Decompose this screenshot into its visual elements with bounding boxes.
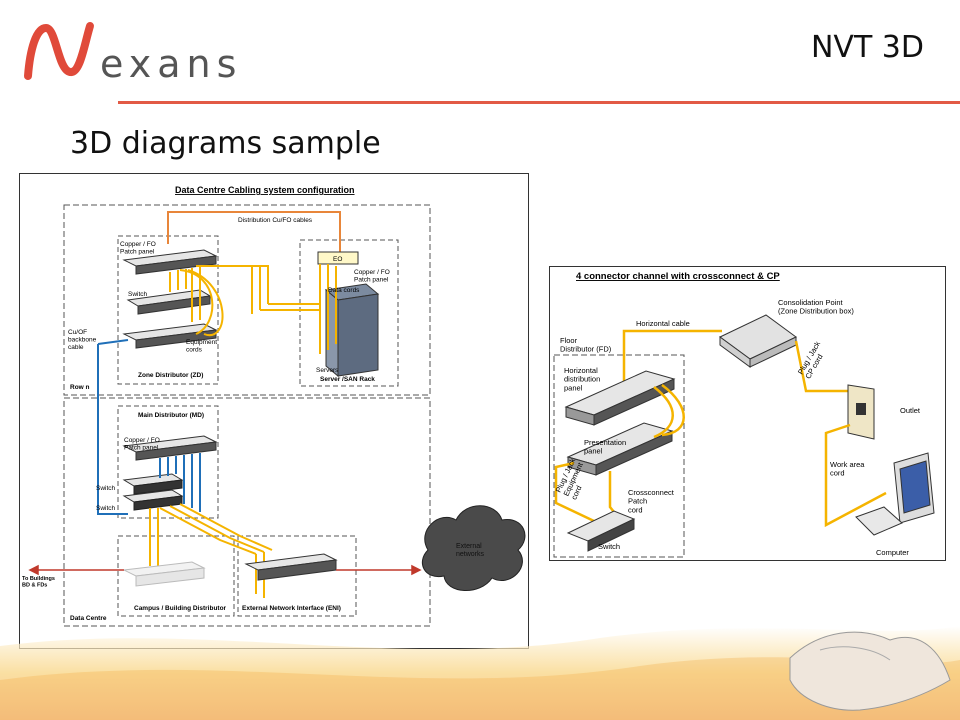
consolidation-point-label: Consolidation Point(Zone Distribution bo… <box>778 298 854 316</box>
fd-switch <box>587 518 635 552</box>
nexans-logo <box>24 22 94 80</box>
zd-lower-panel <box>135 329 217 349</box>
md-patch-panel <box>135 441 217 461</box>
data-centre-box <box>63 397 431 627</box>
switch-label: Switch <box>598 542 620 551</box>
zd-patch-panel <box>135 255 217 275</box>
to-buildings-arrow <box>28 564 124 576</box>
rack-data-cords <box>319 264 337 354</box>
md-fiber-cords <box>159 453 201 512</box>
right-diagram-title: 4 connector channel with crossconnect & … <box>576 271 780 282</box>
channel-diagram: 4 connector channel with crossconnect & … <box>553 271 935 558</box>
horizontal-cable <box>622 329 722 395</box>
eni-box <box>237 535 357 617</box>
work-area-cord <box>824 423 887 528</box>
row-n-box <box>63 204 431 396</box>
computer-keyboard <box>855 506 903 536</box>
slide-title: 3D diagrams sample <box>70 126 381 161</box>
md-switch-2-label: Switch <box>96 505 116 512</box>
campus-distributor-box <box>117 535 235 617</box>
cp-cord <box>794 340 848 393</box>
md-switch-1-label: Switch <box>96 485 116 492</box>
right-diagram-panel: 4 connector channel with crossconnect & … <box>549 266 946 561</box>
row-label: Row n <box>70 384 90 391</box>
floor-distributor-box <box>553 354 685 558</box>
crossconnect-cords <box>554 383 685 528</box>
left-diagram-title: Data Centre Cabling system configuration <box>175 185 355 195</box>
distribution-cables-label: Distribution Cu/FO cables <box>238 217 313 224</box>
zd-switch-label: Switch <box>128 291 148 298</box>
server-rack-box <box>299 239 399 387</box>
server-rack <box>337 293 379 377</box>
distribution-cable <box>167 211 341 252</box>
external-networks-cloud <box>422 505 526 591</box>
md-switch-1 <box>133 479 183 495</box>
eni-label: External Network Interface (ENI) <box>242 605 341 612</box>
footer-decoration <box>0 626 960 720</box>
eo-box <box>317 251 359 265</box>
data-cords-label: Data cords <box>328 287 360 294</box>
external-arrow <box>336 564 422 576</box>
outlet-label: Outlet <box>900 406 921 415</box>
md-copper-cords <box>149 503 273 598</box>
campus-distributor-label: Campus / Building Distributor <box>134 605 227 612</box>
horizontal-cable-label: Horizontal cable <box>636 319 690 328</box>
header-rule <box>118 101 960 104</box>
hand-graphic <box>789 631 951 711</box>
data-centre-diagram: Data Centre Cabling system configuration… <box>22 185 526 627</box>
zd-copper-cords <box>169 265 320 337</box>
computer-label: Computer <box>876 548 909 557</box>
servers-label: Servers <box>316 367 339 374</box>
main-distributor-box <box>117 405 219 519</box>
server-rack-label: Server /SAN Rack <box>320 376 375 383</box>
header-title: NVT 3D <box>810 30 924 65</box>
campus-distributor-panel <box>135 567 205 587</box>
brand-wordmark: exans <box>100 42 243 86</box>
backbone-cable <box>97 344 128 515</box>
left-diagram-panel: Data Centre Cabling system configuration… <box>19 173 529 649</box>
data-centre-label: Data Centre <box>70 615 107 622</box>
zone-distributor-label: Zone Distributor (ZD) <box>138 372 203 379</box>
main-distributor-label: Main Distributor (MD) <box>138 412 204 419</box>
eo-label: EO <box>333 256 342 263</box>
